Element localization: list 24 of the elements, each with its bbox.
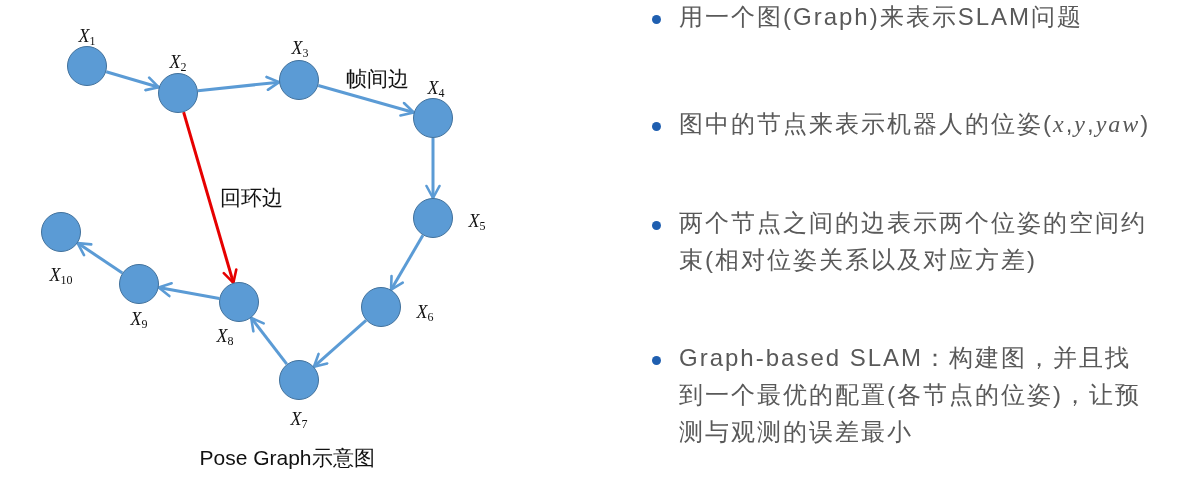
bullet-text: 两个节点之间的边表示两个位姿的空间约束(相对位姿关系以及对应方差) bbox=[679, 208, 1148, 275]
arrow bbox=[197, 75, 281, 93]
node-label: X$_{3}$ bbox=[291, 39, 309, 57]
arrow bbox=[389, 234, 425, 292]
node-label: X$_{9}$ bbox=[130, 310, 148, 328]
node-label: X$_{4}$ bbox=[427, 79, 445, 97]
bullet-text: 图中的节点来表示机器人的位姿(x,y,yaw) bbox=[679, 109, 1152, 139]
arrow bbox=[76, 241, 124, 275]
edge-label: 回环边 bbox=[218, 186, 284, 208]
node-label: X$_{7}$ bbox=[290, 410, 308, 428]
arrow bbox=[312, 319, 368, 368]
bullet-text: Graph-based SLAM：构建图，并且找到一个最优的配置(各节点的位姿)，让预测与观测的误差最小 bbox=[679, 343, 1142, 447]
node-label: X$_{8}$ bbox=[216, 327, 234, 345]
arrow bbox=[249, 316, 288, 366]
node-label: X$_{1}$ bbox=[78, 27, 96, 45]
node-label: X$_{2}$ bbox=[169, 53, 187, 71]
bullet-text: 用一个图(Graph)来表示SLAM问题 bbox=[679, 2, 1085, 32]
node-label: X$_{6}$ bbox=[416, 303, 434, 321]
arrow bbox=[157, 281, 220, 300]
node-label: X$_{10}$ bbox=[49, 266, 73, 284]
edge-label: 帧间边 bbox=[344, 67, 410, 89]
caption: Pose Graph示意图 bbox=[199, 446, 375, 468]
arrow bbox=[425, 138, 441, 200]
node-label: X$_{5}$ bbox=[468, 212, 486, 230]
